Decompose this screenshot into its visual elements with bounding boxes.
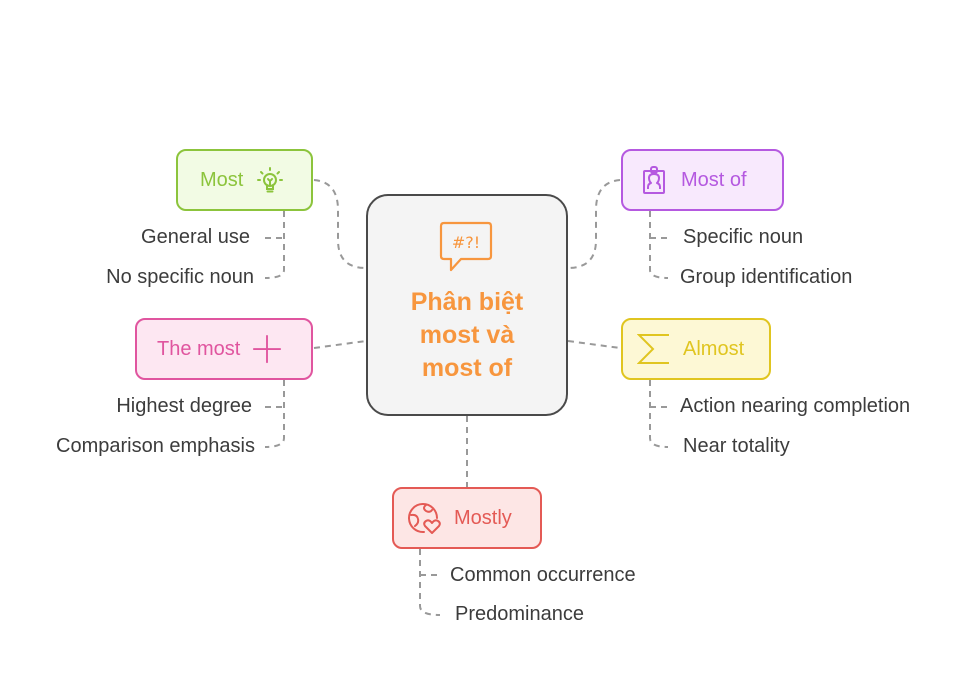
leaf-general-use: General use bbox=[141, 226, 250, 248]
connector-most-leaves bbox=[264, 211, 285, 279]
leaf-near-totality: Near totality bbox=[683, 435, 790, 457]
node-the-most[interactable]: The most bbox=[135, 318, 313, 380]
leaf-group-identification: Group identification bbox=[680, 266, 853, 288]
node-mostly-label: Mostly bbox=[454, 506, 512, 529]
center-title-line-3: most of bbox=[421, 354, 513, 382]
node-mostly[interactable]: Mostly bbox=[392, 487, 542, 549]
node-most-of-label: Most of bbox=[681, 168, 747, 191]
plus-icon bbox=[252, 334, 282, 364]
sigma-icon bbox=[637, 334, 671, 364]
node-almost[interactable]: Almost bbox=[621, 318, 771, 380]
leaf-no-specific-noun: No specific noun bbox=[106, 266, 254, 288]
center-title-line-1: Phân biệt bbox=[410, 288, 524, 316]
center-title-line-2: most và bbox=[419, 321, 515, 349]
leaf-action-nearing-completion: Action nearing completion bbox=[680, 395, 911, 417]
globe-heart-icon bbox=[406, 500, 442, 536]
center-node[interactable]: #?! Phân biệt most và most of bbox=[366, 194, 568, 416]
speech-bubble-symbols-icon: #?! bbox=[439, 221, 493, 272]
connector-almost-leaves bbox=[649, 380, 669, 448]
connector-most bbox=[313, 179, 367, 269]
center-title: Phân biệt most và most of bbox=[411, 286, 524, 385]
connector-mostly-leaves bbox=[419, 549, 441, 616]
connector-most-of bbox=[567, 179, 621, 269]
leaf-specific-noun: Specific noun bbox=[683, 226, 804, 248]
node-most-label: Most bbox=[200, 168, 244, 191]
leaf-common-occurrence: Common occurrence bbox=[450, 564, 636, 586]
node-almost-label: Almost bbox=[683, 337, 745, 360]
connector-most-of-leaves bbox=[649, 211, 669, 279]
node-the-most-label: The most bbox=[157, 337, 241, 360]
connector-the-most-leaves bbox=[264, 380, 285, 448]
connector-the-most bbox=[313, 340, 367, 349]
leaf-highest-degree: Highest degree bbox=[116, 395, 252, 417]
lightbulb-icon bbox=[255, 165, 285, 195]
leaf-comparison-emphasis: Comparison emphasis bbox=[56, 435, 255, 457]
node-most[interactable]: Most bbox=[176, 149, 313, 211]
node-most-of[interactable]: Most of bbox=[621, 149, 784, 211]
connector-almost bbox=[567, 340, 621, 349]
id-badge-icon bbox=[639, 165, 669, 195]
leaf-predominance: Predominance bbox=[455, 603, 584, 625]
svg-text:#?!: #?! bbox=[452, 233, 480, 252]
